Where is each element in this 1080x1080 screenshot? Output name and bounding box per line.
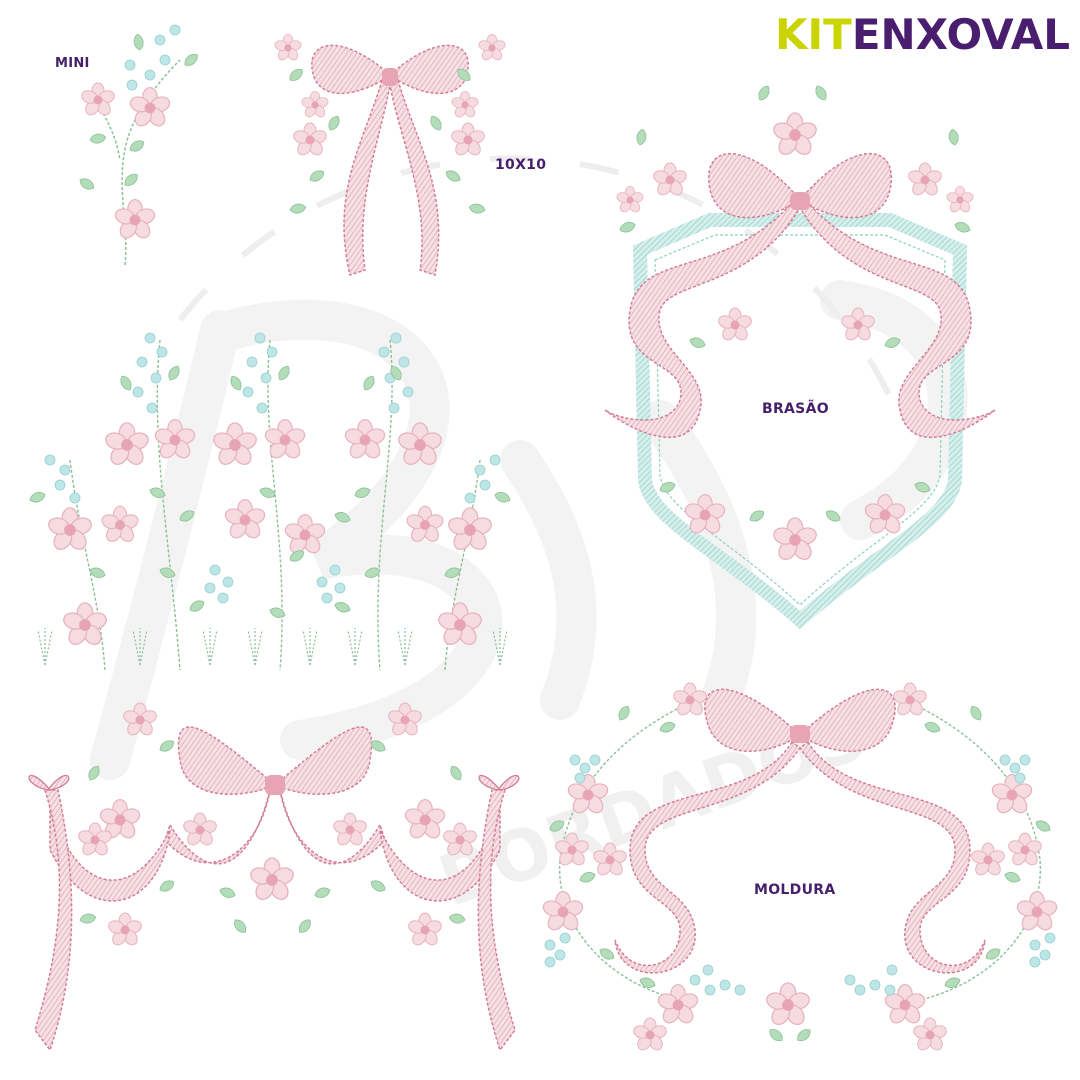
label-10x10: 10X10	[495, 157, 547, 173]
label-moldura: MOLDURA	[754, 882, 836, 898]
design-ribbon-swag	[28, 702, 520, 1052]
design-10x10-bow	[273, 34, 507, 276]
design-floral-border	[28, 332, 512, 671]
brand-title: KITENXOVAL	[775, 10, 1070, 59]
label-brasao: BRASÃO	[762, 401, 829, 417]
brand-suffix: ENXOVAL	[851, 10, 1071, 59]
design-moldura	[540, 682, 1060, 1053]
design-mini	[77, 24, 201, 266]
brand-prefix: KIT	[775, 10, 852, 59]
label-mini: MINI	[55, 56, 90, 71]
design-brasao	[604, 83, 996, 630]
